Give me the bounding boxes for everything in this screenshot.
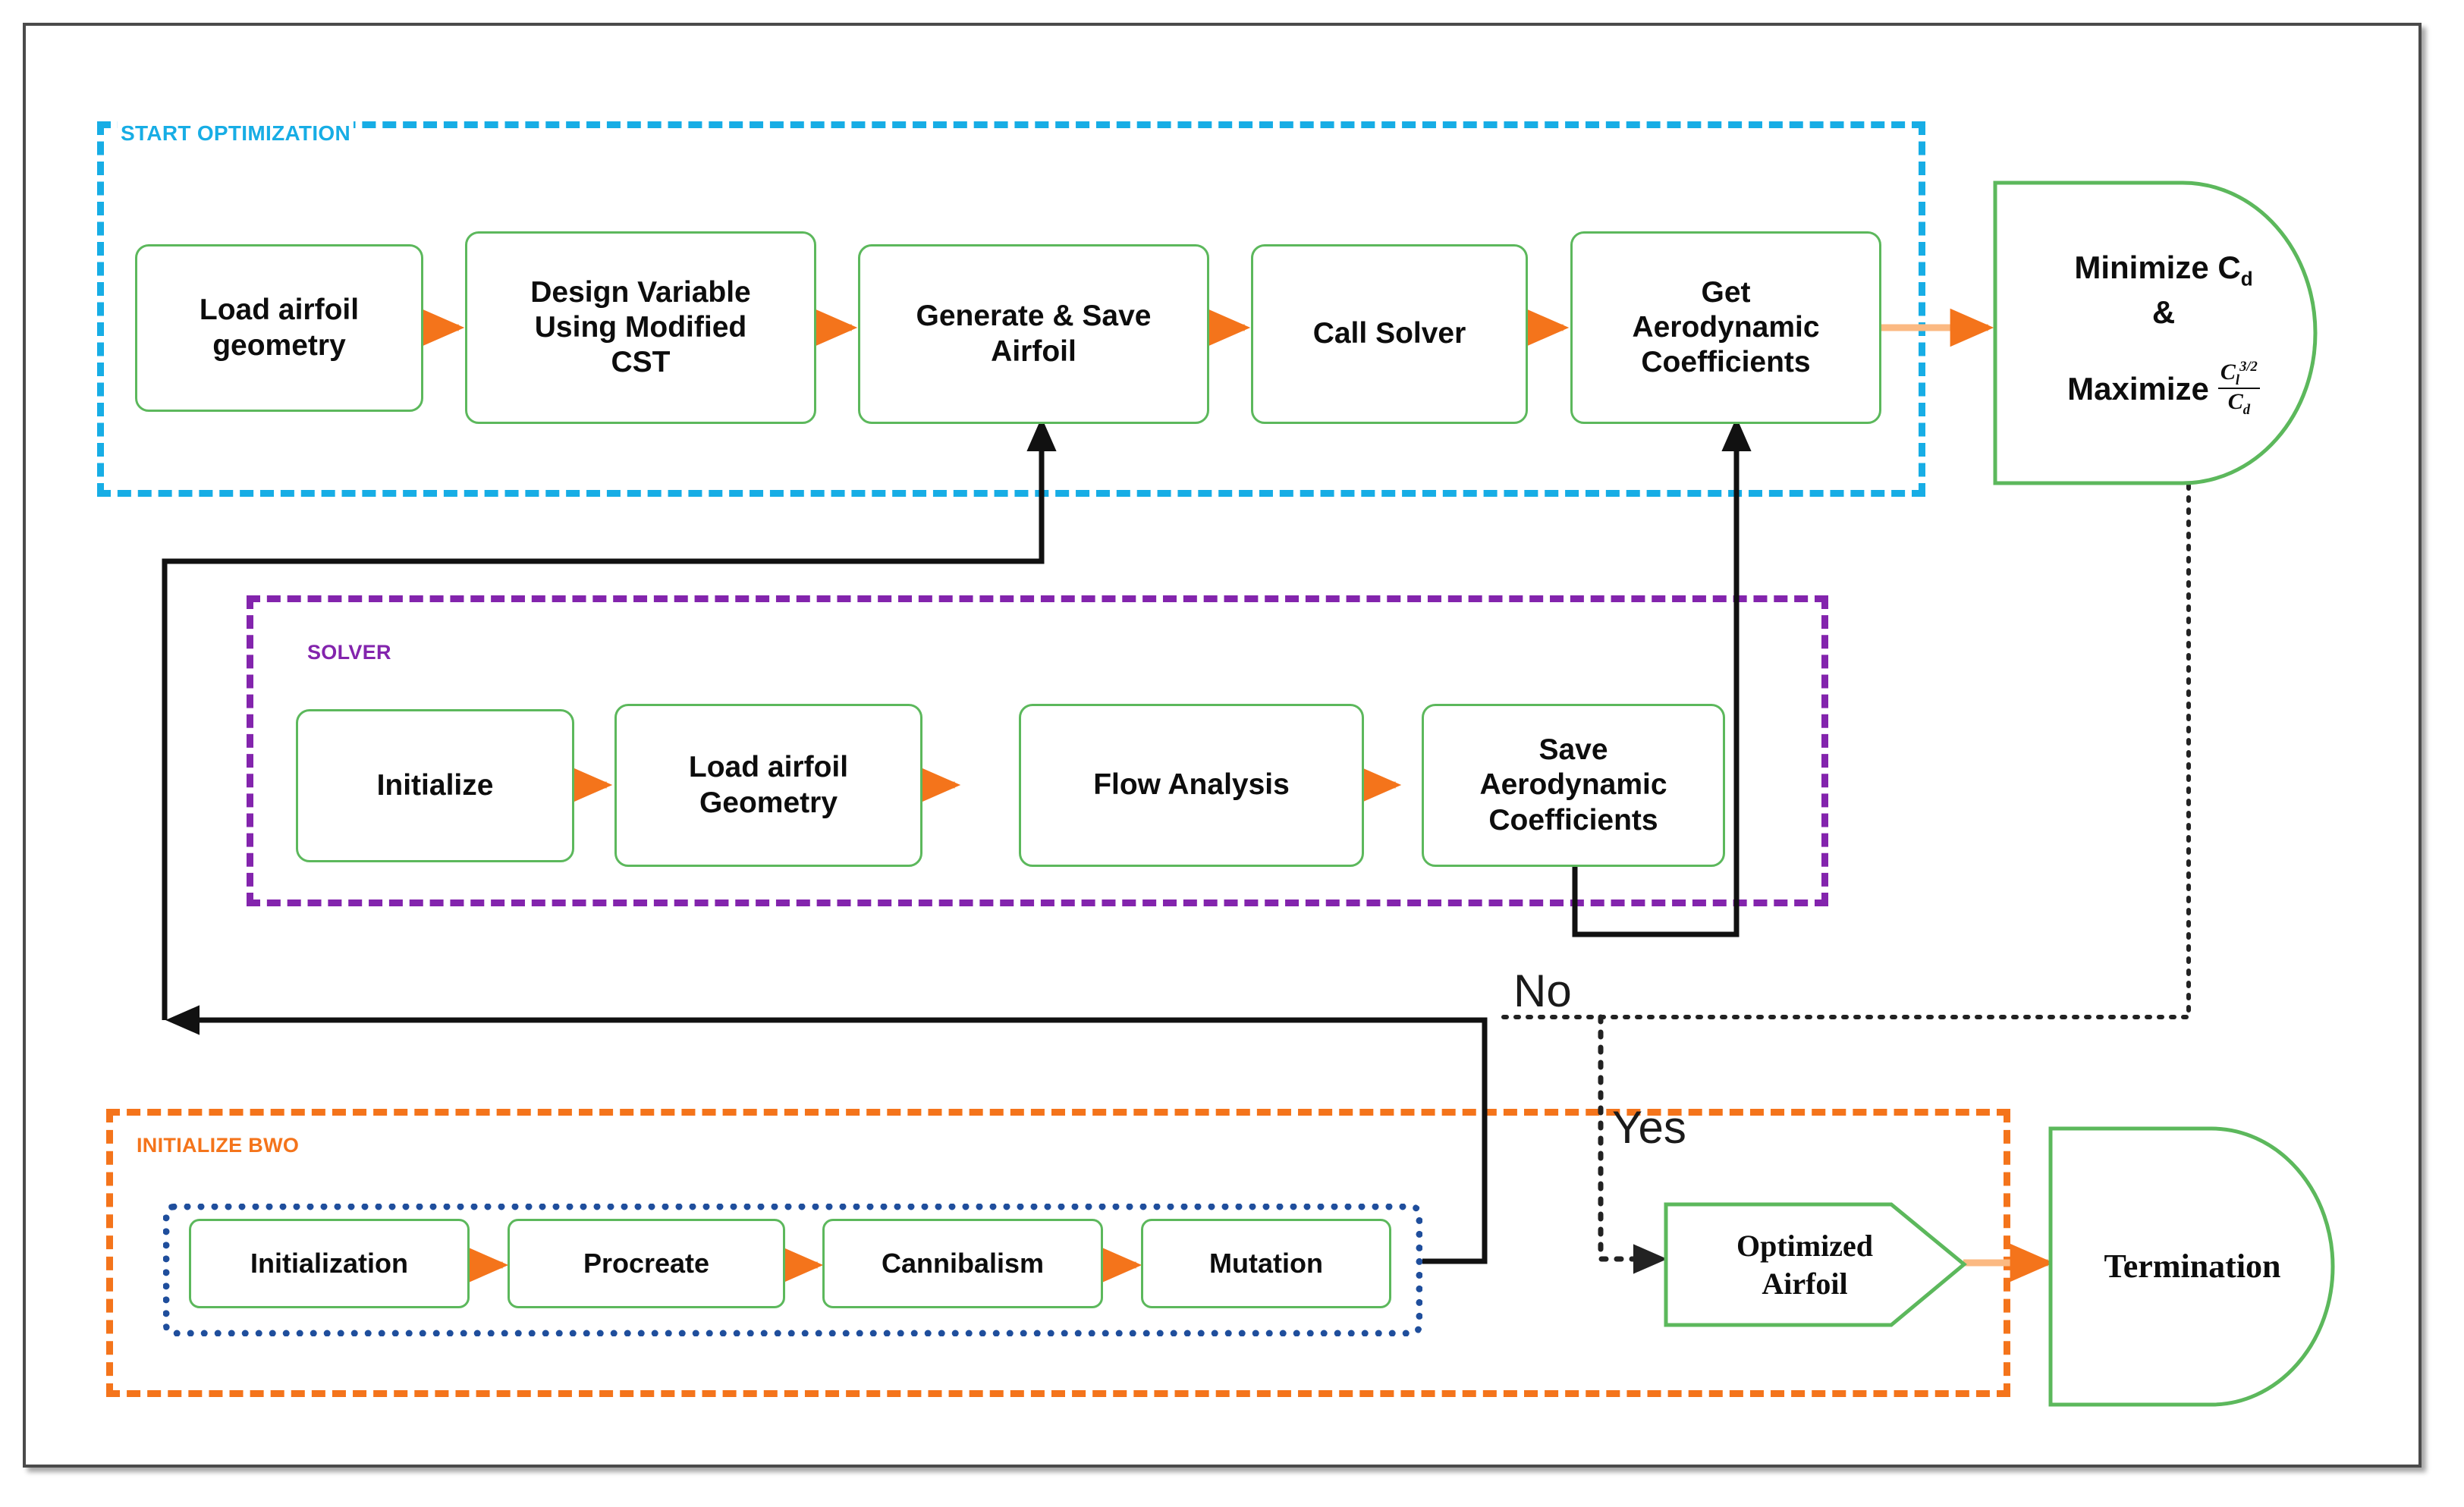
process-box-label: Initialize — [376, 768, 494, 802]
process-box-label: Generate & Save Airfoil — [916, 300, 1152, 368]
process-box-solver-initialize[interactable]: Initialize — [296, 709, 574, 862]
termination-label: Termination — [2104, 1248, 2281, 1286]
process-box-bwo-cannibalism[interactable]: Cannibalism — [822, 1219, 1103, 1308]
process-box-label: Load airfoil geometry — [199, 294, 360, 362]
process-box-label: Design Variable Using Modified CST — [530, 275, 751, 378]
process-box-get-aerodynamic-coefficients[interactable]: Get Aerodynamic Coefficients — [1570, 231, 1881, 424]
objective-shape-outline — [1993, 181, 2318, 485]
objective-maximize-label: Maximize — [2067, 370, 2209, 407]
edge-label-no: No — [1513, 965, 1572, 1016]
process-box-label: Initialization — [250, 1247, 408, 1279]
process-box-label: Call Solver — [1312, 317, 1466, 350]
termination-terminator[interactable]: Termination — [2048, 1126, 2374, 1407]
termination-shape-outline — [2048, 1126, 2335, 1407]
group-label-initialize-bwo: INITIALIZE BWO — [137, 1134, 300, 1157]
objective-terminator[interactable]: Minimize Cd & Maximize Cl3/2 Cd — [1993, 181, 2357, 485]
process-box-bwo-procreate[interactable]: Procreate — [508, 1219, 785, 1308]
result-label: Optimized Airfoil — [1736, 1228, 1873, 1301]
process-box-bwo-initialization[interactable]: Initialization — [189, 1219, 470, 1308]
process-box-label: Save Aerodynamic Coefficients — [1479, 733, 1667, 837]
objective-line-3: Maximize Cl3/2 Cd — [2067, 359, 2260, 419]
process-box-label: Load airfoil Geometry — [688, 751, 849, 819]
fraction-numerator: Cl3/2 — [2217, 359, 2260, 390]
objective-fraction: Cl3/2 Cd — [2217, 359, 2260, 419]
group-label-solver: SOLVER — [307, 641, 391, 664]
objective-text: Minimize Cd & Maximize Cl3/2 Cd — [2060, 247, 2290, 419]
fraction-denominator: Cd — [2227, 389, 2251, 419]
objective-line-1: Minimize Cd — [2067, 247, 2260, 292]
process-box-label: Cannibalism — [881, 1247, 1045, 1279]
process-box-generate-save-airfoil[interactable]: Generate & Save Airfoil — [858, 244, 1209, 424]
objective-cd-subscript: d — [2240, 267, 2253, 290]
process-box-label: Mutation — [1209, 1247, 1323, 1279]
edge-label-yes: Yes — [1612, 1102, 1686, 1153]
pentagon-shape-outline — [1664, 1202, 1967, 1327]
process-box-solver-load-airfoil-geometry[interactable]: Load airfoil Geometry — [614, 704, 922, 867]
process-box-bwo-mutation[interactable]: Mutation — [1141, 1219, 1391, 1308]
objective-minimize-label: Minimize C — [2074, 250, 2241, 286]
process-box-solver-flow-analysis[interactable]: Flow Analysis — [1019, 704, 1364, 867]
process-box-call-solver[interactable]: Call Solver — [1251, 244, 1528, 424]
result-optimized-airfoil[interactable]: Optimized Airfoil — [1664, 1202, 1967, 1327]
process-box-label: Procreate — [583, 1247, 710, 1279]
process-box-label: Get Aerodynamic Coefficients — [1632, 275, 1820, 378]
process-box-label: Flow Analysis — [1093, 768, 1290, 802]
objective-line-2: & — [2151, 294, 2176, 331]
process-box-solver-save-aerodynamic-coefficients[interactable]: Save Aerodynamic Coefficients — [1422, 704, 1725, 867]
process-box-design-variable-cst[interactable]: Design Variable Using Modified CST — [465, 231, 816, 424]
group-label-start-optimization: START OPTIMIZATION — [118, 121, 354, 146]
process-box-load-airfoil-geometry[interactable]: Load airfoil geometry — [135, 244, 423, 412]
